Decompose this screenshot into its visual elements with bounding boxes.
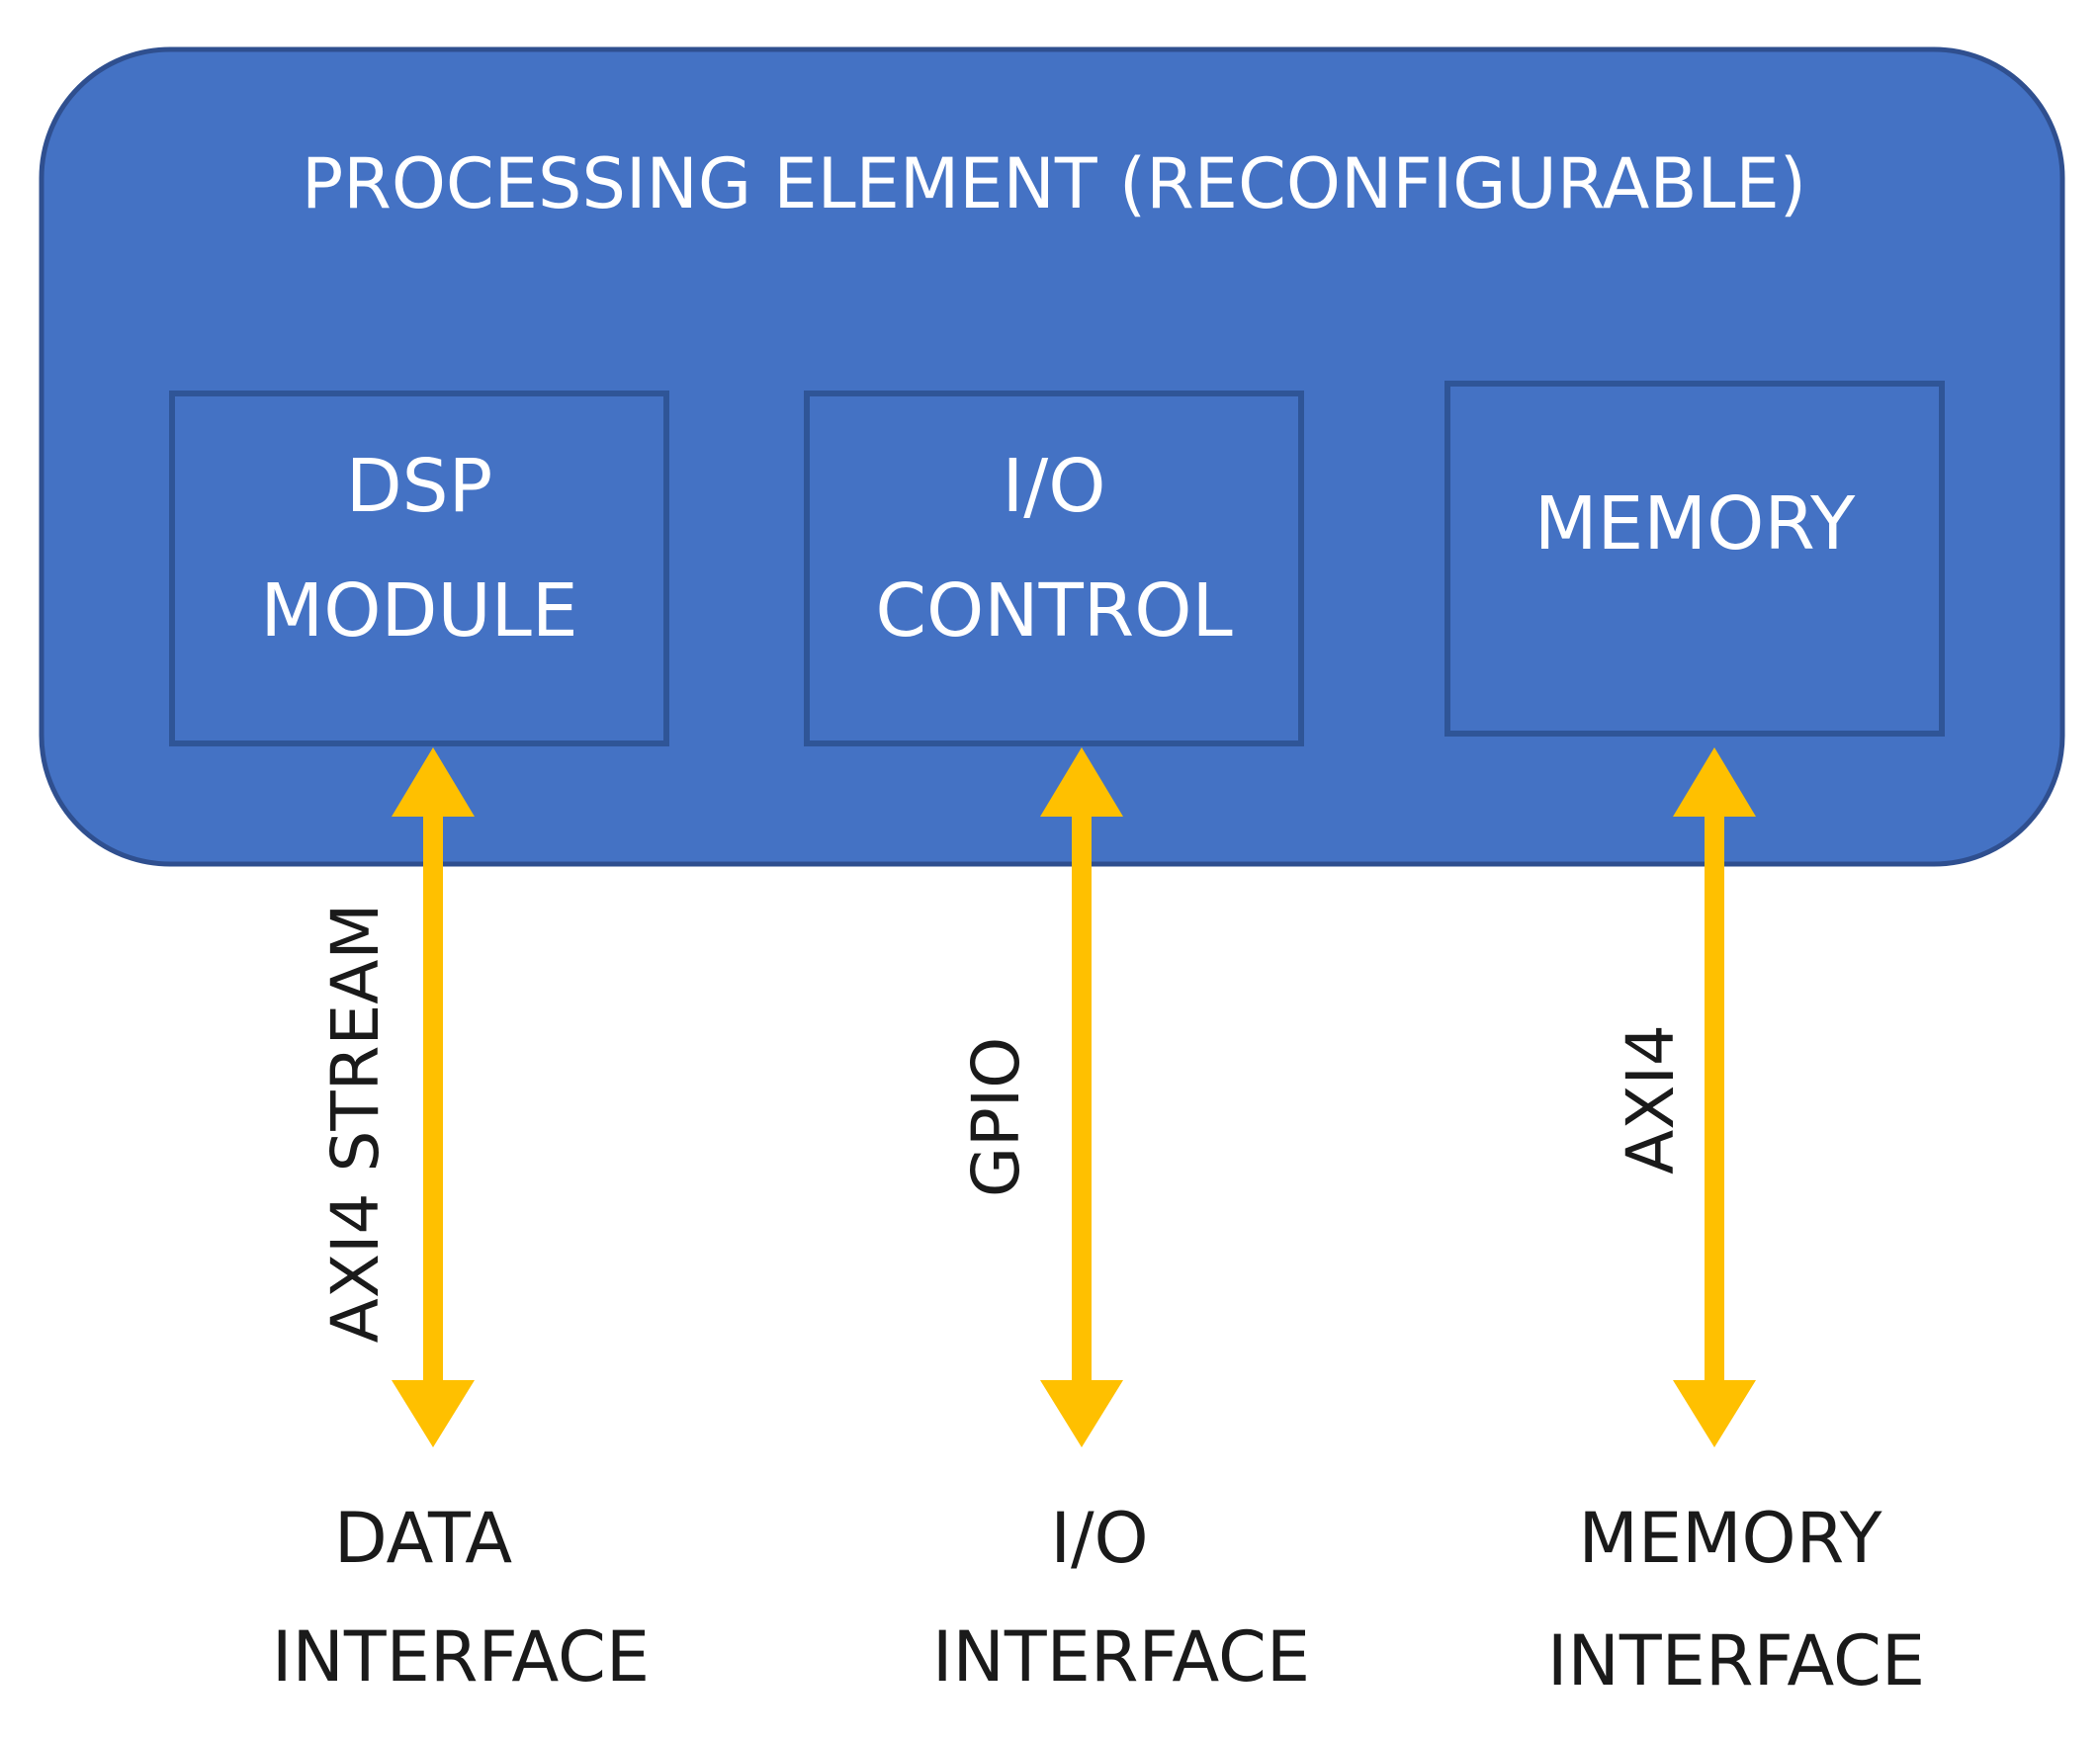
memory-interface-label-line2: INTERFACE bbox=[1547, 1620, 1925, 1701]
io-interface-label-line1: I/O bbox=[1050, 1498, 1148, 1579]
axi4-stream-arrow bbox=[392, 747, 475, 1447]
dsp-module-label-line2: MODULE bbox=[260, 568, 577, 653]
dsp-module-label-line1: DSP bbox=[346, 444, 493, 529]
memory-interface-label-line1: MEMORY bbox=[1578, 1498, 1881, 1579]
data-interface-label-line2: INTERFACE bbox=[272, 1616, 650, 1697]
memory-label: MEMORY bbox=[1534, 481, 1856, 566]
dsp-module-box bbox=[169, 391, 669, 746]
gpio-label: GPIO bbox=[958, 1037, 1034, 1197]
gpio-arrow bbox=[1040, 747, 1123, 1447]
processing-element-title: PROCESSING ELEMENT (RECONFIGURABLE) bbox=[302, 143, 1806, 224]
axi4-label: AXI4 bbox=[1613, 1024, 1689, 1175]
io-control-label-line2: CONTROL bbox=[875, 568, 1232, 653]
memory-box bbox=[1444, 381, 1945, 737]
io-control-box bbox=[804, 391, 1304, 746]
io-interface-label-line2: INTERFACE bbox=[932, 1616, 1310, 1697]
axi4-arrow bbox=[1673, 747, 1756, 1447]
data-interface-label-line1: DATA bbox=[334, 1498, 512, 1579]
io-control-label-line1: I/O bbox=[1002, 444, 1105, 529]
axi4-stream-label: AXI4 STREAM bbox=[317, 904, 394, 1344]
